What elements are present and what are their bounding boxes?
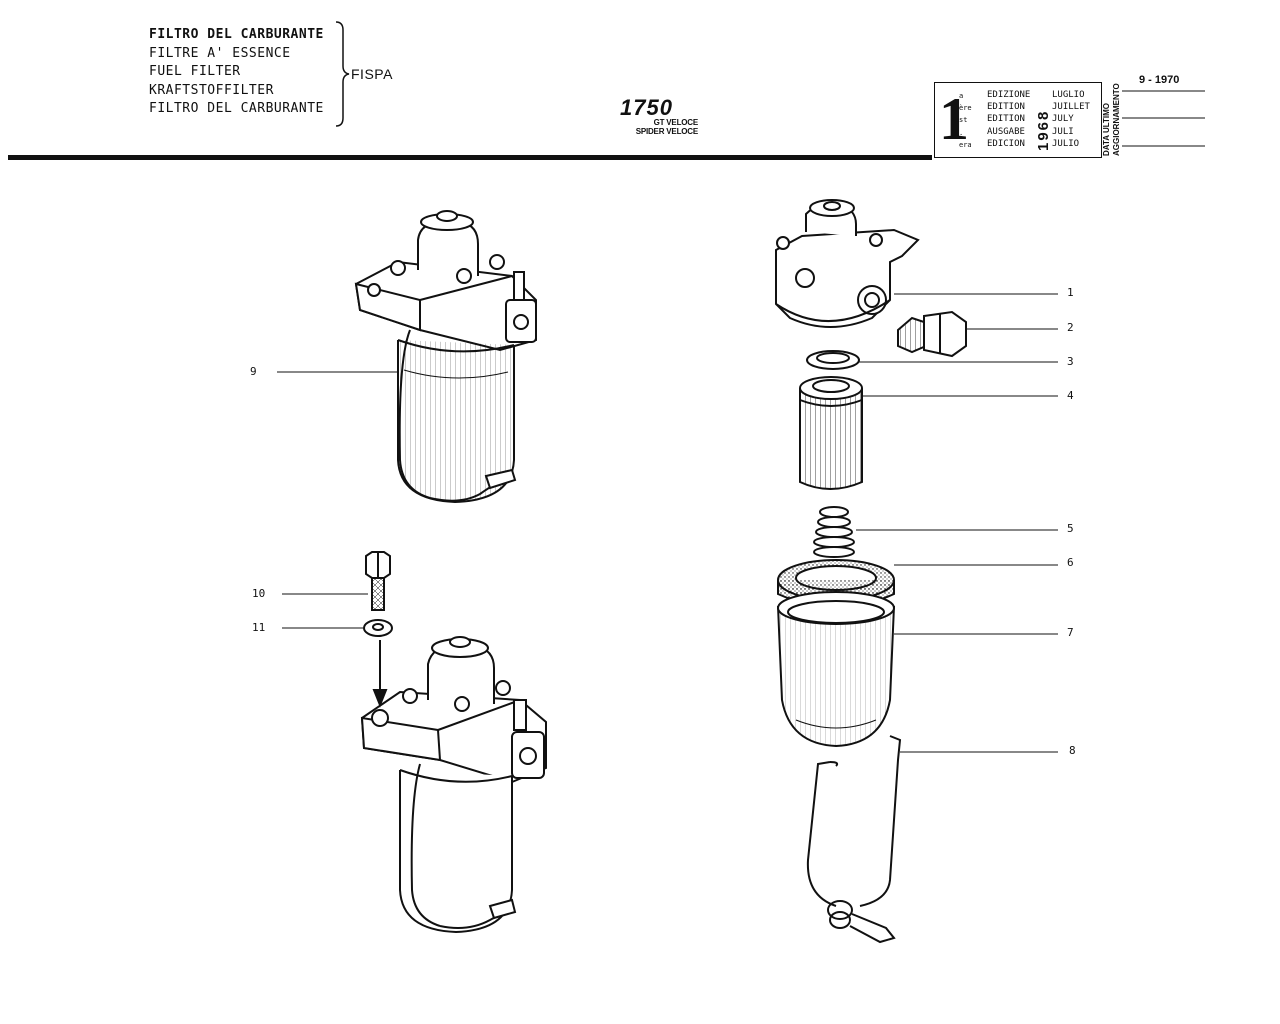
- edition-label-es: EDICION: [987, 138, 1025, 149]
- update-label-line-2: AGGIORNAMENTO: [1112, 83, 1121, 156]
- edition-labels: EDIZIONE EDITION EDITION AUSGABE EDICION: [987, 89, 1030, 150]
- ordinal-de: .: [959, 128, 964, 137]
- seal-ring-part: [806, 350, 860, 370]
- callout-10: 10: [252, 587, 266, 600]
- edition-box: 1 a ère st . era EDIZIONE EDITION EDITIO…: [934, 82, 1102, 158]
- title-line-german: KRAFTSTOFFILTER: [149, 82, 274, 98]
- last-update-date: 9 - 1970: [1139, 74, 1180, 86]
- callout-6: 6: [1067, 556, 1074, 569]
- title-line-french: FILTRE A' ESSENCE: [149, 45, 291, 61]
- spring-part: [813, 506, 855, 558]
- variant-gt-veloce: GT VELOCE: [653, 118, 699, 127]
- title-line-english: FUEL FILTER: [149, 64, 241, 79]
- update-label-line-1: DATA ULTIMO: [1102, 102, 1111, 156]
- callout-9: 9: [250, 365, 257, 378]
- callout-3: 3: [1067, 355, 1074, 368]
- edition-number: 1: [939, 86, 969, 152]
- fitting-part: [897, 310, 967, 358]
- manufacturer-label: FISPA: [351, 66, 393, 82]
- callout-8: 8: [1069, 744, 1076, 757]
- gasket-part: [777, 559, 895, 608]
- title-line-spanish: FILTRO DEL CARBURANTE: [149, 101, 324, 116]
- edition-label-it: EDIZIONE: [987, 90, 1031, 100]
- edition-year: 1968: [1035, 109, 1052, 151]
- edition-months: LUGLIO JUILLET JULY JULI JULIO: [1052, 89, 1090, 150]
- edition-month-en: JULY: [1052, 114, 1074, 125]
- model-title: 1750: [620, 95, 673, 120]
- edition-label-fr: EDITION: [987, 102, 1025, 113]
- header-rule: [8, 155, 932, 160]
- edition-ordinals: a ère st . era: [959, 90, 972, 151]
- edition-label-de: AUSGABE: [987, 126, 1025, 137]
- callout-2: 2: [1067, 321, 1074, 334]
- callout-7: 7: [1067, 626, 1074, 639]
- edition-label-en: EDITION: [987, 114, 1025, 125]
- filter-element-part: [799, 376, 863, 490]
- assembled-filter-bottom: [360, 636, 547, 934]
- ordinal-fr: ère: [959, 104, 972, 113]
- variant-spider-veloce: SPIDER VELOCE: [635, 127, 699, 136]
- ordinal-it: a: [959, 92, 964, 100]
- edition-month-it: LUGLIO: [1052, 90, 1085, 100]
- callout-5: 5: [1067, 522, 1074, 535]
- edition-month-es: JULIO: [1052, 138, 1080, 149]
- washer-part: [363, 619, 393, 637]
- update-label: DATA ULTIMO AGGIORNAMENTO: [1102, 78, 1122, 156]
- edition-month-de: JULI: [1052, 126, 1074, 137]
- model-variants: GT VELOCE SPIDER VELOCE: [620, 118, 699, 136]
- filter-head-part: [775, 199, 920, 328]
- glass-bowl-part: [777, 591, 895, 748]
- assembled-filter-top: [354, 210, 537, 504]
- callout-4: 4: [1067, 389, 1074, 402]
- ordinal-es: era: [959, 140, 972, 149]
- callout-11: 11: [252, 621, 266, 634]
- callout-1: 1: [1067, 286, 1074, 299]
- bolt-part: [365, 551, 391, 611]
- title-line-italian: FILTRO DEL CARBURANTE: [149, 27, 324, 42]
- ordinal-en: st: [959, 116, 968, 125]
- title-block: FILTRO DEL CARBURANTE FILTRE A' ESSENCE …: [149, 26, 324, 119]
- leader-lines: [277, 293, 1058, 753]
- clamp-wire-part: [806, 735, 902, 944]
- edition-month-fr: JUILLET: [1052, 102, 1090, 113]
